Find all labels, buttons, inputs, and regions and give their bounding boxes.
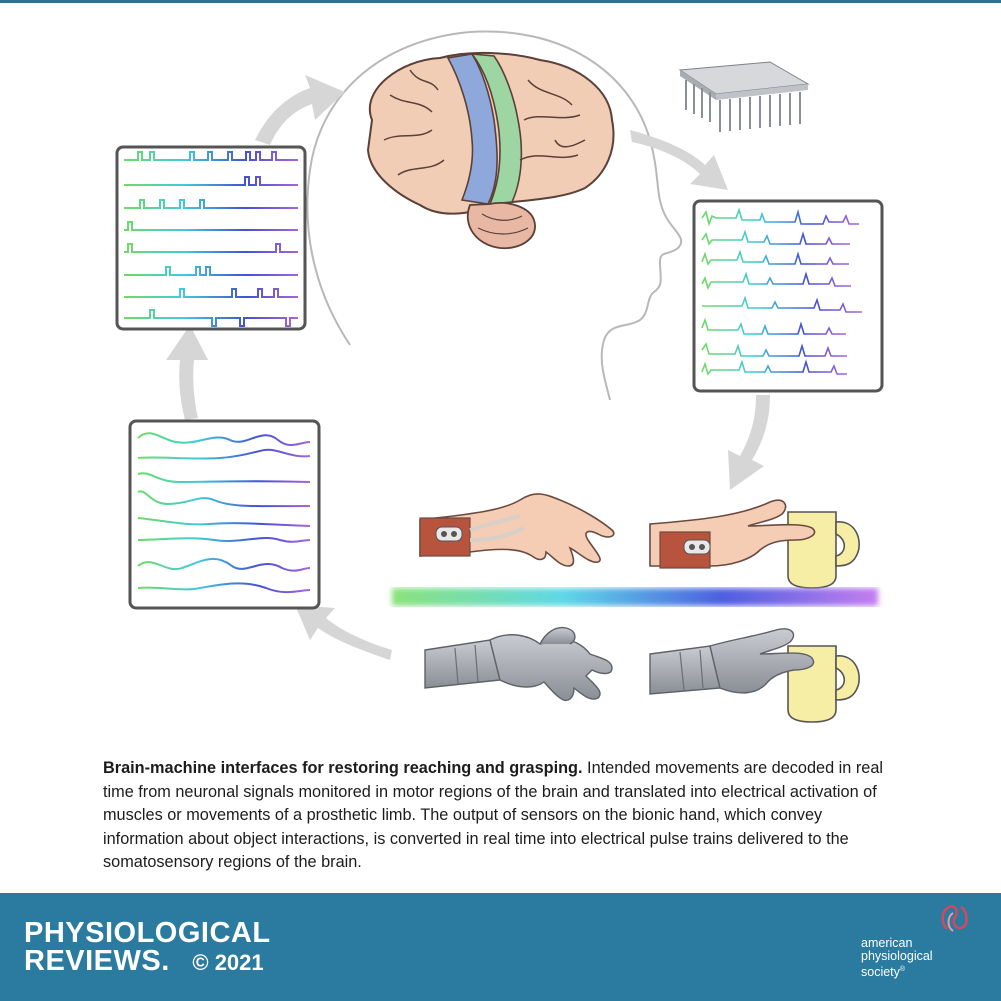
neural-recording-panel xyxy=(692,199,884,393)
human-hand-open-icon xyxy=(419,493,615,567)
head-outline xyxy=(306,30,683,401)
journal-line-1: PHYSIOLOGICAL xyxy=(24,917,271,949)
electrode-array-icon xyxy=(678,61,810,132)
human-hand-grasp-icon xyxy=(649,499,860,589)
society-registered: ® xyxy=(899,966,906,973)
society-text: american physiological society xyxy=(861,936,933,980)
journal-footer: PHYSIOLOGICAL REVIEWS. © 2021 american p… xyxy=(0,893,1001,1001)
stimulation-pulse-panel xyxy=(115,145,307,331)
decoded-signal-panel xyxy=(128,419,321,610)
brain-icon xyxy=(366,51,615,250)
journal-name: PHYSIOLOGICAL REVIEWS. © 2021 xyxy=(24,919,271,977)
curved-arrow-icon xyxy=(166,75,770,660)
robotic-hand-open-icon xyxy=(424,626,613,702)
aps-logo-icon xyxy=(941,905,968,932)
signal-spectrum-band xyxy=(392,588,878,606)
top-rule xyxy=(0,0,1001,3)
caption-title: Brain-machine interfaces for restoring r… xyxy=(103,759,583,777)
journal-line-2: REVIEWS xyxy=(24,945,162,977)
bmi-diagram xyxy=(115,30,884,723)
robotic-hand-grasp-icon xyxy=(649,628,860,723)
journal-trademark: . xyxy=(161,945,170,977)
figure-caption: Brain-machine interfaces for restoring r… xyxy=(103,757,903,875)
society-name: american physiological society® xyxy=(861,936,961,980)
caption-body: Intended movements are decoded in real t… xyxy=(103,759,884,872)
copyright-year: © 2021 xyxy=(192,950,264,975)
